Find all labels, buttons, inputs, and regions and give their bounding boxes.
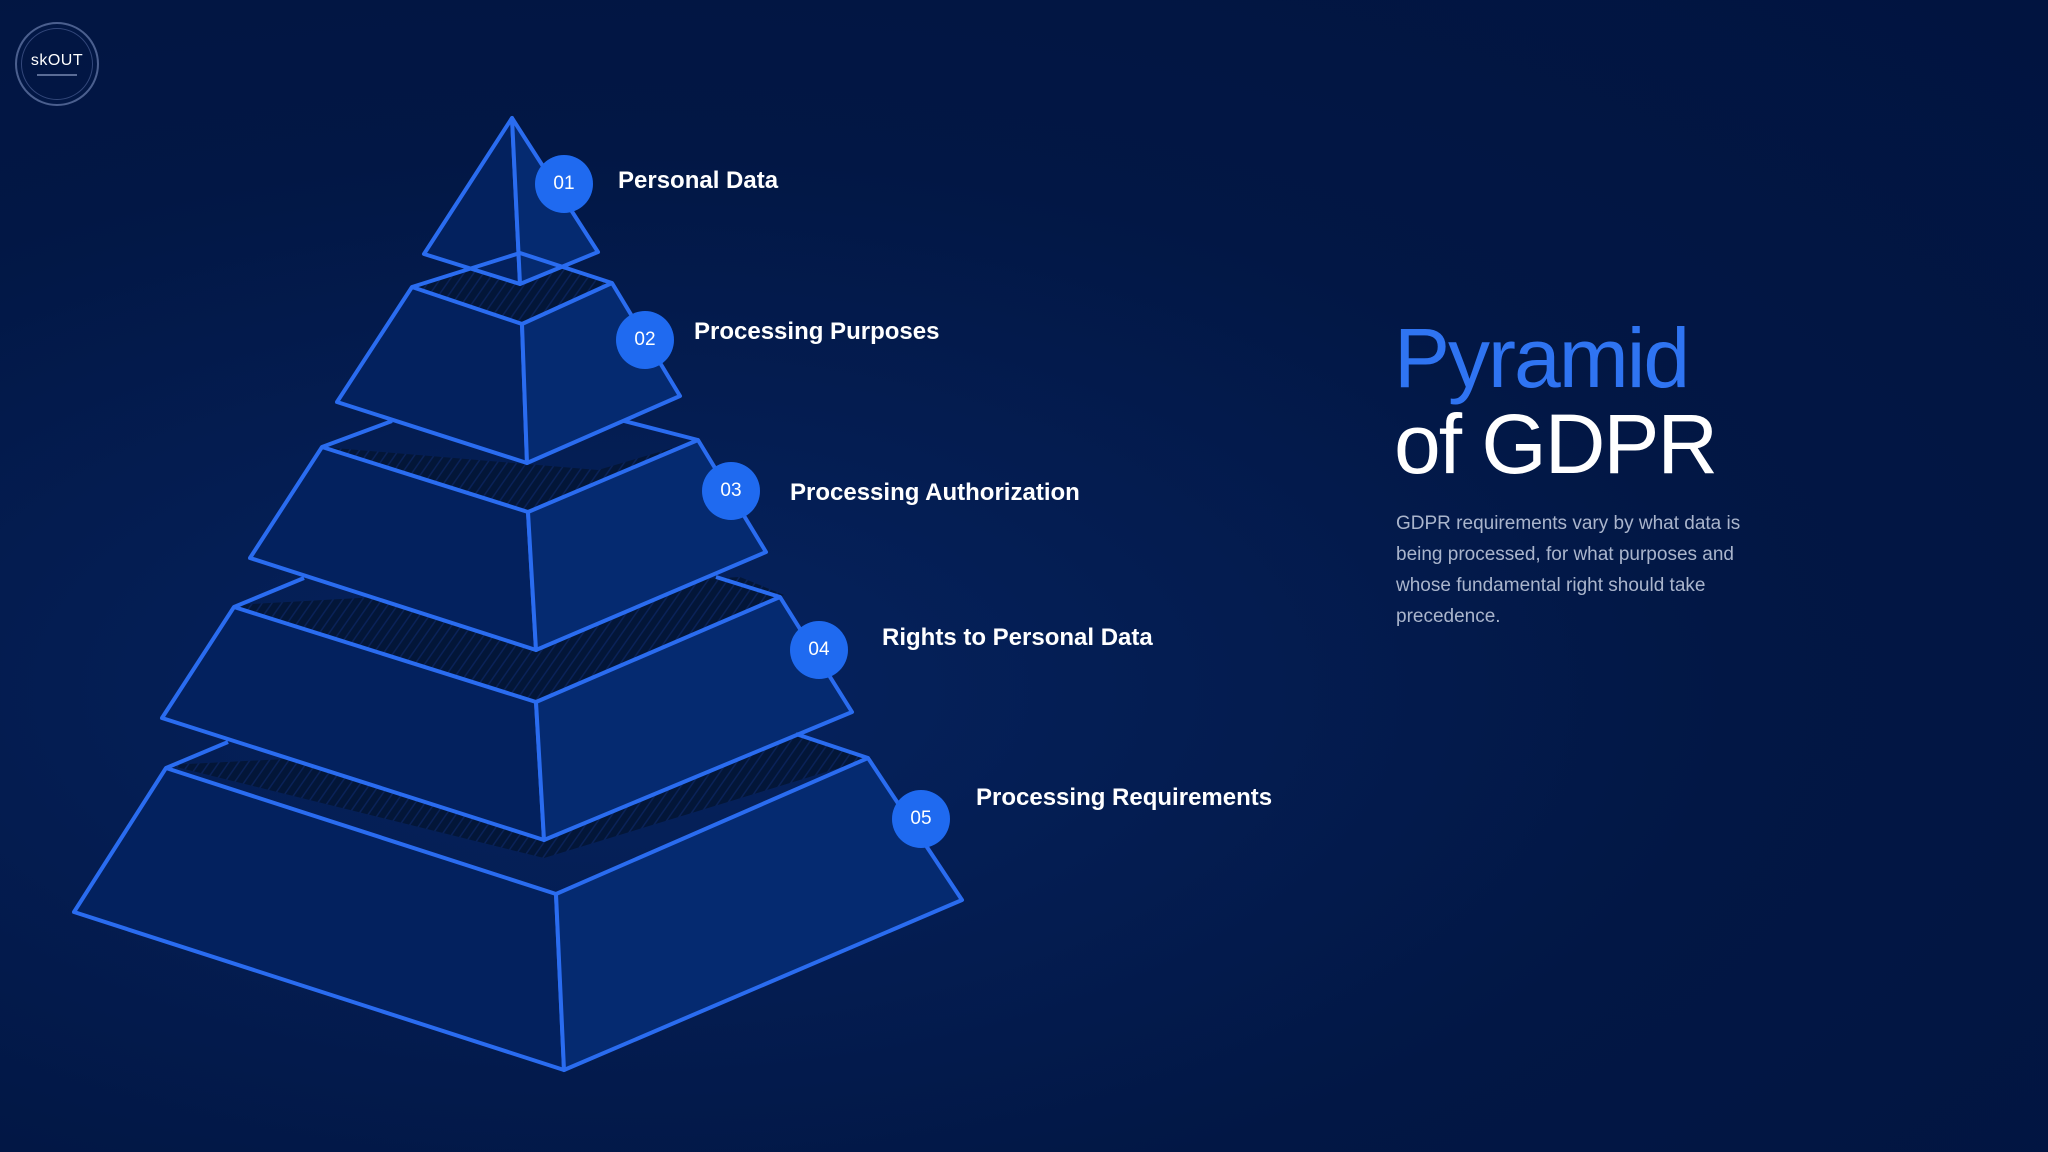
description: GDPR requirements vary by what data is b… <box>1396 513 1741 627</box>
pyramid-tier-5 <box>72 732 964 1072</box>
step-badge-2: 02 <box>616 311 674 369</box>
step-label-2: Processing Purposes <box>694 318 940 345</box>
logo-tagline-mark <box>37 74 77 76</box>
gap-band-2 <box>322 440 700 512</box>
step-badge-4: 04 <box>790 621 848 679</box>
step-badge-5: 05 <box>892 790 950 848</box>
title-pyramid: Pyramid <box>1394 311 1690 405</box>
title-of-gdpr: of GDPR <box>1394 397 1718 491</box>
step-badge-1: 01 <box>535 155 593 213</box>
step-label-5: Processing Requirements <box>976 784 1273 811</box>
skout-logo: skOUT <box>15 22 99 106</box>
step-label-3: Processing Authorization <box>790 479 1080 506</box>
pyramid-tier-2 <box>335 251 682 465</box>
pyramid-tier-4 <box>160 575 854 842</box>
step-badge-3: 03 <box>702 462 760 520</box>
logo-text: skOUT <box>30 52 84 69</box>
step-label-1: Personal Data <box>618 167 779 194</box>
gap-band-1 <box>412 253 612 324</box>
step-label-4: Rights to Personal Data <box>882 624 1153 651</box>
